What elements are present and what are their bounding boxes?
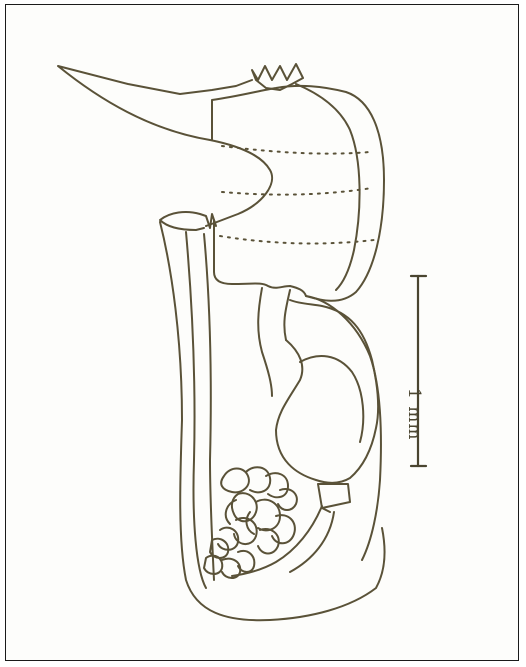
upper-body-inner <box>296 84 360 290</box>
dotted-band-3 <box>220 236 374 243</box>
beak-projection <box>58 66 272 226</box>
inner-tube-right <box>204 234 214 580</box>
dotted-band-2 <box>222 188 372 195</box>
sac-neck-box <box>318 484 350 512</box>
funnel-lip <box>160 212 216 230</box>
lobe-cluster <box>204 467 297 578</box>
sac-inner <box>300 356 363 442</box>
scale-bar-label: 1 mm <box>404 388 424 428</box>
central-stalk <box>258 288 290 396</box>
inner-tube-left <box>186 232 206 588</box>
right-arc <box>306 296 381 560</box>
heart-sac <box>276 300 378 483</box>
